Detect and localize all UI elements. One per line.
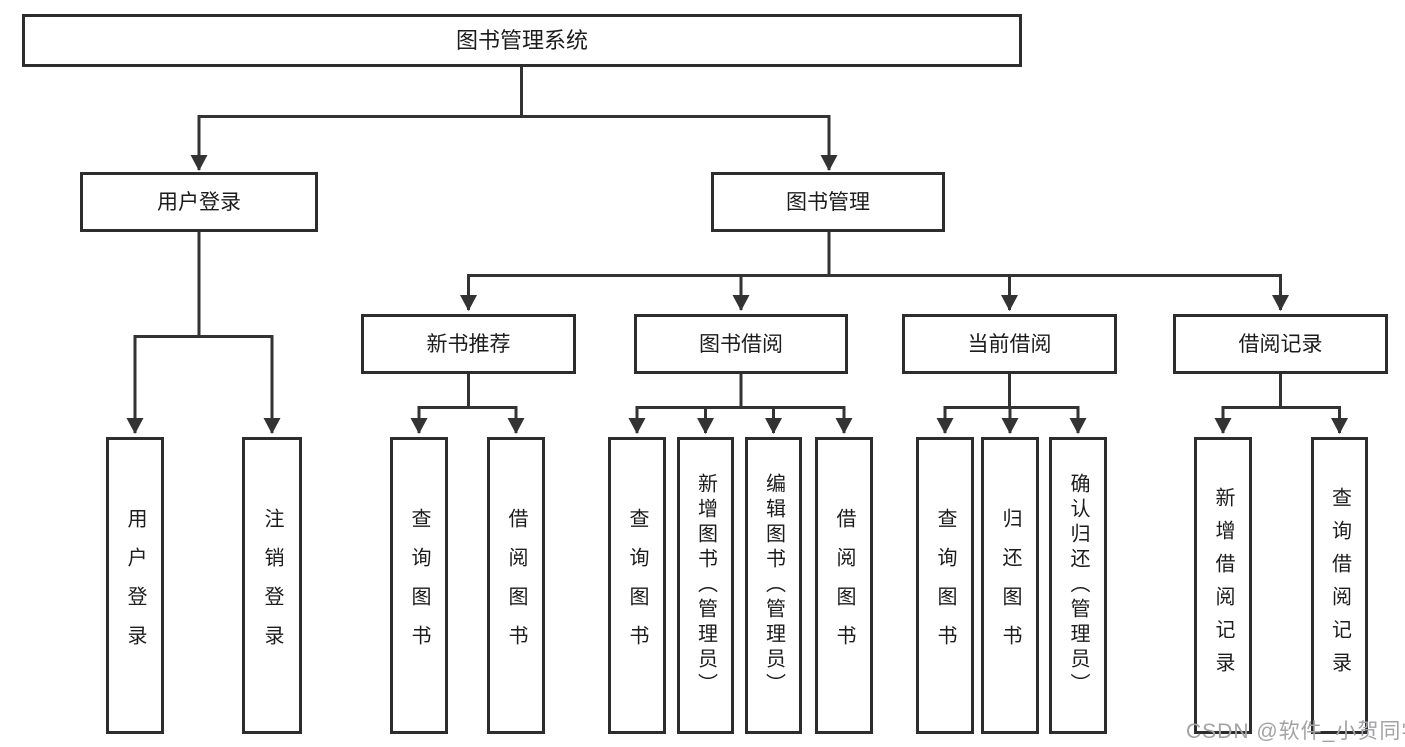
node-label: 用户登录	[124, 507, 146, 664]
node-label: 新增图书（管理员）	[694, 473, 717, 698]
csdn-watermark: CSDN @软件_小贺同学	[1186, 720, 1405, 743]
node-label: 确认归还（管理员）	[1067, 473, 1089, 698]
node-book-management-branch: 图书管理	[711, 172, 945, 232]
node-leaf-return-books: 归还图书	[981, 437, 1039, 734]
node-label: 查询借阅记录	[1328, 486, 1351, 685]
node-label: 新增借阅记录	[1212, 486, 1234, 685]
node-label: 查询图书	[626, 507, 648, 664]
connector-borrow-records-trunk	[1223, 374, 1340, 409]
node-leaf-borrow-books-1: 借阅图书	[487, 437, 545, 734]
node-leaf-user-login: 用户登录	[106, 437, 164, 734]
connector-root-trunk	[197, 67, 831, 118]
node-leaf-query-books-3: 查询图书	[916, 437, 974, 734]
node-label: 编辑图书（管理员）	[762, 473, 785, 698]
node-leaf-logout: 注销登录	[242, 437, 302, 734]
node-leaf-edit-books-admin: 编辑图书（管理员）	[745, 437, 802, 734]
node-leaf-add-borrow-record: 新增借阅记录	[1194, 437, 1252, 734]
node-section-new-books: 新书推荐	[361, 314, 576, 374]
connector-book-branch-trunk	[468, 232, 1281, 277]
node-label: 借阅图书	[833, 507, 855, 664]
node-label: 注销登录	[261, 507, 283, 664]
node-section-current-borrow: 当前借阅	[902, 314, 1117, 374]
node-label: 查询图书	[934, 507, 956, 664]
node-section-borrow-records: 借阅记录	[1173, 314, 1388, 374]
node-label: 借阅图书	[505, 507, 527, 664]
connector-current-borrow-trunk	[945, 374, 1078, 409]
node-leaf-query-books-1: 查询图书	[390, 437, 448, 734]
node-user-login-branch: 用户登录	[80, 172, 318, 232]
connector-book-borrow-trunk	[637, 374, 844, 409]
node-leaf-query-borrow-record: 查询借阅记录	[1311, 437, 1368, 734]
node-label: 归还图书	[999, 507, 1021, 664]
node-leaf-borrow-books-2: 借阅图书	[815, 437, 873, 734]
node-leaf-query-books-2: 查询图书	[608, 437, 666, 734]
node-root-system: 图书管理系统	[22, 14, 1022, 67]
node-section-book-borrow: 图书借阅	[634, 314, 848, 374]
connector-user-branch-trunk	[135, 232, 272, 338]
connector-new-books-trunk	[419, 374, 516, 409]
node-leaf-add-books-admin: 新增图书（管理员）	[677, 437, 734, 734]
node-leaf-confirm-return-admin: 确认归还（管理员）	[1049, 437, 1107, 734]
node-label: 查询图书	[408, 507, 430, 664]
